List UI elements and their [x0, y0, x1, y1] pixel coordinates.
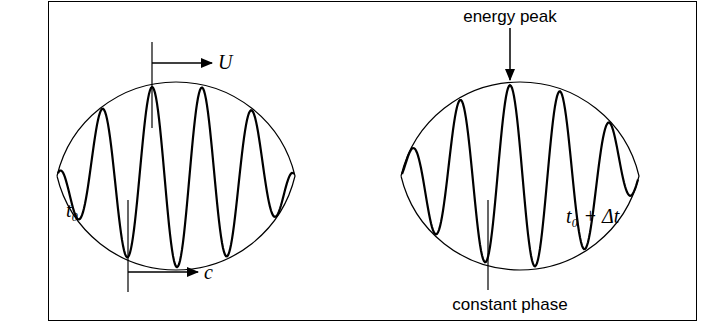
- envelope: [401, 82, 639, 270]
- velocity-arrow: [152, 62, 212, 64]
- outer-border: [49, 2, 697, 321]
- group-marker: [151, 42, 152, 128]
- callout-label: energy peak: [463, 8, 557, 25]
- phase-marker: [127, 200, 128, 292]
- callout-label: constant phase: [452, 296, 567, 313]
- leader-arrow: [509, 28, 511, 80]
- envelope: [57, 82, 295, 270]
- phase-marker: [487, 200, 488, 290]
- time-label: t₀: [66, 200, 79, 220]
- carrier-wave: [402, 85, 638, 266]
- velocity-arrow: [128, 271, 198, 273]
- velocity-label: c: [204, 262, 213, 282]
- carrier-wave: [58, 87, 294, 267]
- velocity-label: U: [218, 52, 232, 72]
- time-label: t₀ + Δt: [566, 206, 619, 226]
